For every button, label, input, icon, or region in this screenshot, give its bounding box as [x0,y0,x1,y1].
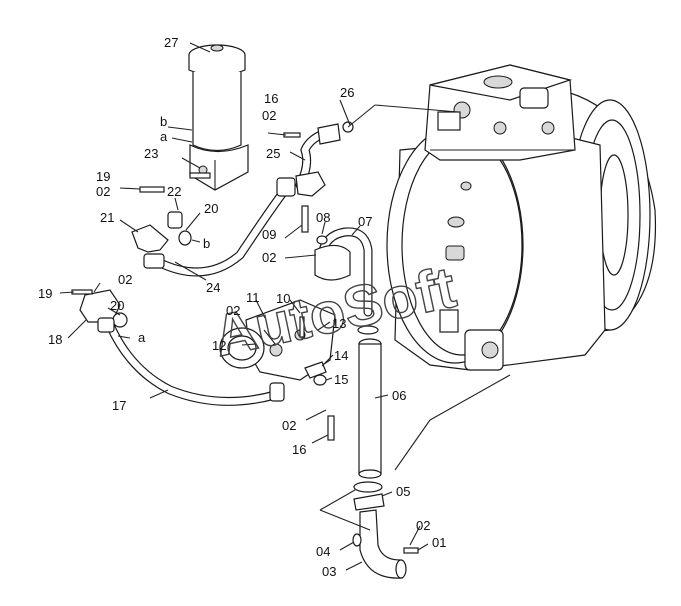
callout-20: 20 [204,201,218,216]
callout-a: a [160,129,168,144]
callout-labels: 27 26 16 02 25 a b 23 19 02 22 20 21 b 0… [38,35,446,579]
callout-04: 04 [316,544,330,559]
callout-b: b [160,114,167,129]
callout-06: 06 [392,388,406,403]
callout-22: 22 [167,184,181,199]
callout-14: 14 [334,348,348,363]
transmission-housing [386,64,657,371]
callout-19: 19 [38,286,52,301]
callout-02: 02 [282,418,296,433]
callout-25: 25 [266,146,280,161]
callout-02: 02 [118,272,132,287]
fittings [71,121,354,441]
callout-02: 02 [262,250,276,265]
callout-27: 27 [164,35,178,50]
callout-07: 07 [358,214,372,229]
callout-10: 10 [276,291,290,306]
callout-16: 16 [264,91,278,106]
callout-a: a [138,330,146,345]
callout-02: 02 [226,303,240,318]
callout-23: 23 [144,146,158,161]
callout-21: 21 [100,210,114,225]
callout-02: 02 [96,184,110,199]
callout-26: 26 [340,85,354,100]
leader-lines [59,42,429,571]
callout-12: 12 [212,338,226,353]
callout-19: 19 [96,169,110,184]
tube-06 [357,325,382,479]
callout-05: 05 [396,484,410,499]
callout-09: 09 [262,227,276,242]
callout-02: 02 [262,108,276,123]
elbow-03 [352,481,419,579]
callout-24: 24 [206,280,220,295]
callout-b: b [203,236,210,251]
connector-lines [319,104,511,531]
callout-01: 01 [432,535,446,550]
callout-03: 03 [322,564,336,579]
hoses [105,127,373,406]
filter-assembly [188,44,249,191]
callout-02: 02 [416,518,430,533]
callout-08: 08 [316,210,330,225]
callout-11: 11 [246,290,260,305]
callout-15: 15 [334,372,348,387]
callout-18: 18 [48,332,62,347]
callout-20: 20 [110,298,124,313]
callout-13: 13 [332,316,346,331]
callout-16: 16 [292,442,306,457]
callout-17: 17 [112,398,126,413]
